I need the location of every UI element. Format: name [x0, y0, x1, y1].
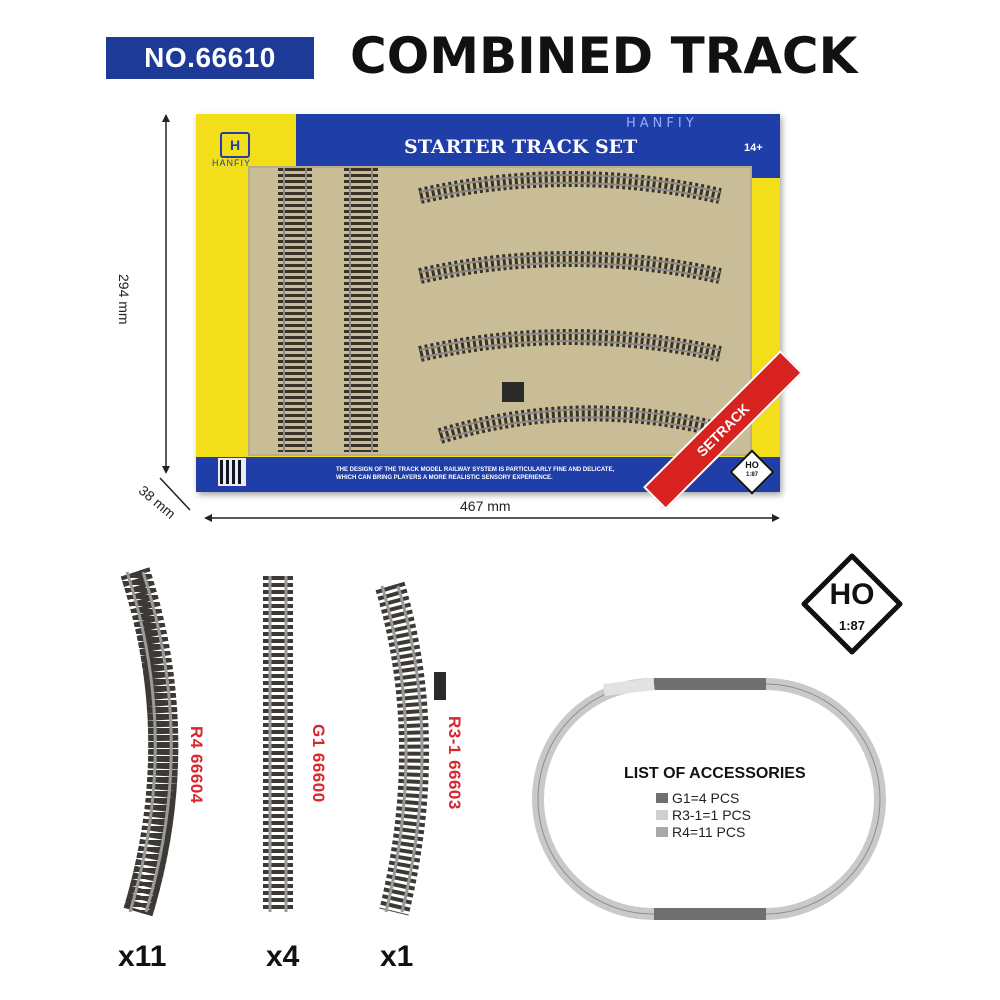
box-scale-main: HO: [745, 460, 759, 470]
track-g1-piece: [263, 576, 293, 912]
accessory-item-r4: R4=11 PCS: [656, 824, 745, 840]
width-dimension: 467 mm: [460, 498, 511, 514]
box-scale-ratio: 1:87: [745, 472, 758, 478]
box-window: [248, 166, 752, 456]
track-r3-1-piece: [375, 581, 446, 916]
quantity-g1: x4: [266, 940, 300, 973]
accessory-text-r3-1: R3-1=1 PCS: [672, 807, 751, 823]
ho-scale-ratio: 1:87: [838, 618, 866, 633]
brand-logo-icon: H: [220, 132, 250, 158]
box-tracks-illustration: [250, 168, 750, 454]
page-title: COMBINED TRACK: [350, 27, 858, 85]
accessory-item-g1: G1=4 PCS: [656, 790, 739, 806]
ho-scale-label: HO: [829, 578, 875, 611]
product-box-image: H HANFIY HANFIY STARTER TRACK SET 14+: [196, 114, 803, 510]
quantity-r3-1: x1: [380, 940, 414, 973]
box-title: STARTER TRACK SET: [404, 136, 638, 158]
product-code-badge: NO.66610: [106, 37, 314, 79]
box-brand: HANFIY: [626, 116, 698, 131]
swatch-r4: [656, 827, 668, 837]
track-r4-piece: [120, 567, 179, 917]
box-age: 14+: [744, 142, 763, 154]
accessory-text-g1: G1=4 PCS: [672, 790, 740, 806]
accessory-text-r4: R4=11 PCS: [672, 824, 746, 840]
quantity-r4: x11: [118, 940, 167, 973]
accessories-title: LIST OF ACCESSORIES: [624, 765, 806, 782]
box-scale-label: HO 1:87: [737, 460, 767, 480]
ho-scale-badge-icon: [801, 553, 903, 655]
qr-code-icon: [218, 458, 246, 486]
box-logo-brand: HANFIY: [212, 158, 252, 168]
swatch-g1: [656, 793, 668, 803]
box-description: THE DESIGN OF THE TRACK MODEL RAILWAY SY…: [336, 467, 615, 481]
swatch-r3-1: [656, 810, 668, 820]
accessory-item-r3-1: R3-1=1 PCS: [656, 807, 751, 823]
